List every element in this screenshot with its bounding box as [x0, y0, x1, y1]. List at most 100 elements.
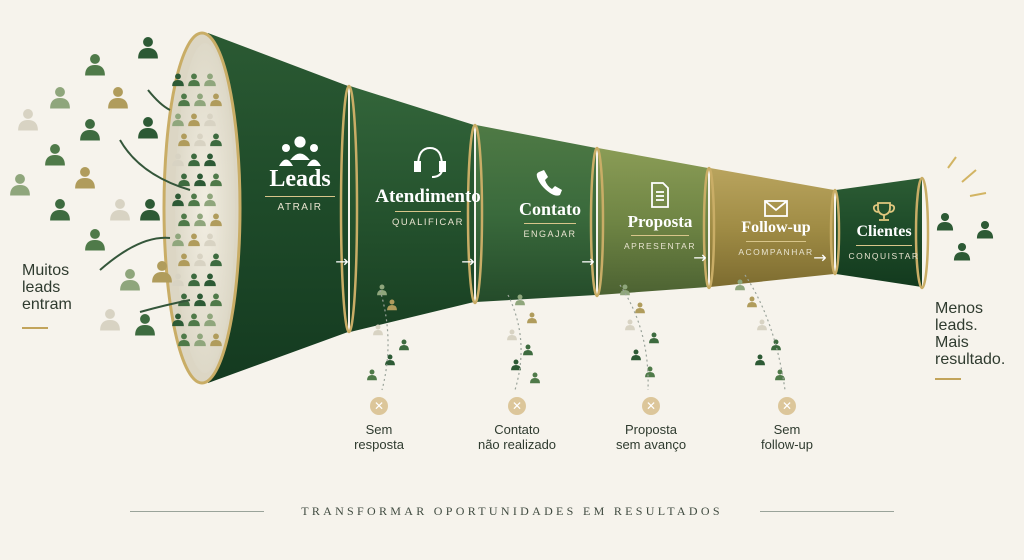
x-icon: ✕	[642, 397, 660, 415]
person-icon	[172, 153, 184, 167]
stage-title: Atendimento	[375, 185, 481, 207]
person-icon	[172, 273, 184, 287]
person-icon	[85, 54, 105, 76]
right-note-line: resultado.	[935, 351, 1006, 368]
person-icon	[735, 279, 745, 291]
footer-rule	[760, 511, 894, 512]
arrow-right-icon: →	[581, 252, 595, 271]
person-icon	[178, 213, 190, 227]
person-icon	[385, 354, 395, 366]
person-icon	[775, 369, 785, 381]
stage-subtitle: QUALIFICAR	[391, 216, 464, 228]
stage-subtitle: ENGAJAR	[523, 229, 577, 239]
person-icon	[152, 261, 172, 283]
person-icon	[204, 273, 216, 287]
person-icon	[515, 294, 525, 306]
person-icon	[188, 313, 200, 327]
right-note: Menos leads. Mais resultado.	[935, 300, 1005, 368]
stage-icons	[279, 136, 896, 221]
entry-arrow	[147, 89, 171, 111]
leads-crowd	[10, 37, 994, 384]
person-icon	[507, 329, 517, 341]
left-note-line: Muitos	[22, 262, 70, 279]
person-icon	[755, 354, 765, 366]
person-icon	[45, 144, 65, 166]
person-icon	[620, 284, 630, 296]
person-icon	[210, 253, 222, 267]
person-icon	[188, 233, 200, 247]
person-icon	[645, 366, 655, 378]
person-icon	[771, 339, 781, 351]
person-icon	[110, 199, 130, 221]
person-icon	[100, 309, 120, 331]
stage-subtitle: APRESENTAR	[624, 240, 696, 251]
person-icon	[140, 199, 160, 221]
arrow-right-icon: →	[461, 252, 475, 271]
arrow-right-icon: →	[813, 248, 827, 267]
right-note-line: leads.	[935, 317, 978, 334]
right-note-rule	[935, 378, 961, 380]
funnel-segment-atendimento	[350, 86, 474, 332]
stage-subtitle: CONQUISTAR	[848, 251, 920, 261]
arrow-right-icon: →	[335, 252, 349, 271]
stage-rule	[395, 210, 461, 212]
person-icon	[204, 233, 216, 247]
person-icon	[399, 339, 409, 351]
footer-rule	[130, 511, 264, 512]
person-icon	[172, 73, 184, 87]
person-icon	[204, 73, 216, 87]
person-icon	[188, 273, 200, 287]
stage-rule	[265, 196, 335, 197]
person-icon	[178, 333, 190, 347]
person-icon	[649, 332, 659, 344]
person-icon	[204, 193, 216, 207]
person-icon	[188, 73, 200, 87]
person-icon	[511, 359, 521, 371]
person-icon	[194, 293, 206, 307]
stage-rule	[524, 223, 576, 224]
funnel-segment-leads	[208, 33, 348, 383]
dropout-path	[619, 284, 649, 391]
funnel-segment-clientes	[836, 178, 922, 287]
arrow-right-icon: →	[693, 248, 707, 267]
person-icon	[188, 153, 200, 167]
person-icon	[172, 313, 184, 327]
person-icon	[172, 113, 184, 127]
segment-rings	[339, 84, 930, 334]
person-icon	[120, 269, 140, 291]
left-note-line: leads	[22, 279, 61, 296]
person-icon	[387, 299, 397, 311]
funnel-segment-followup	[710, 168, 834, 287]
person-icon	[210, 173, 222, 187]
x-icon: ✕	[778, 397, 796, 415]
person-icon	[210, 293, 222, 307]
person-icon	[527, 312, 537, 324]
person-icon	[178, 133, 190, 147]
person-icon	[210, 333, 222, 347]
person-icon	[757, 319, 767, 331]
person-icon	[747, 296, 757, 308]
flow-arrows	[99, 89, 191, 313]
person-icon	[194, 213, 206, 227]
stage-title: Proposta	[627, 211, 693, 231]
person-icon	[178, 173, 190, 187]
envelope-icon	[764, 200, 788, 217]
stage-title: Leads	[269, 166, 331, 192]
person-icon	[210, 213, 222, 227]
document-icon	[651, 182, 669, 208]
person-icon	[194, 253, 206, 267]
person-icon	[75, 167, 95, 189]
person-icon	[367, 369, 377, 381]
person-icon	[210, 133, 222, 147]
person-icon	[108, 87, 128, 109]
person-icon	[138, 117, 158, 139]
person-icon	[194, 93, 206, 107]
person-icon	[625, 319, 635, 331]
person-icon	[138, 37, 158, 59]
left-note: Muitos leads entram	[22, 262, 72, 313]
